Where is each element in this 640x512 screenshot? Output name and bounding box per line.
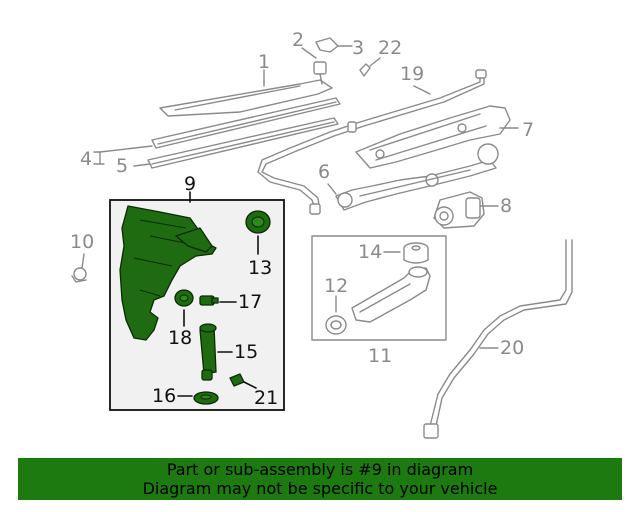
wiper-blade-lower[interactable] <box>147 117 339 169</box>
cap-part-3[interactable] <box>315 37 339 53</box>
callout-13[interactable]: 13 <box>248 257 272 279</box>
connector-part-17[interactable] <box>199 295 219 306</box>
subassembly-11-box <box>311 235 447 341</box>
callout-7[interactable]: 7 <box>522 119 534 141</box>
callout-10[interactable]: 10 <box>70 231 94 253</box>
callout-21[interactable]: 21 <box>254 387 278 409</box>
callout-14[interactable]: 14 <box>358 241 382 263</box>
banner-line-2: Diagram may not be specific to your vehi… <box>142 479 498 498</box>
callout-17[interactable]: 17 <box>238 291 262 313</box>
cowl-panel-7[interactable] <box>355 105 511 169</box>
grommet-part-18[interactable] <box>174 289 194 307</box>
callout-6[interactable]: 6 <box>318 161 330 183</box>
callout-18[interactable]: 18 <box>168 327 192 349</box>
callout-8[interactable]: 8 <box>500 195 512 217</box>
callout-1[interactable]: 1 <box>258 51 270 73</box>
callout-5[interactable]: 5 <box>116 155 128 177</box>
grommet-part-13[interactable] <box>245 210 271 234</box>
banner-line-1: Part or sub-assembly is #9 in diagram <box>166 460 474 479</box>
callout-20[interactable]: 20 <box>500 337 524 359</box>
leader-lines-gray <box>81 45 519 349</box>
wiper-blade-upper[interactable] <box>151 97 341 149</box>
callout-9[interactable]: 9 <box>184 173 196 195</box>
callout-12[interactable]: 12 <box>324 275 348 297</box>
washer-reservoir-9[interactable] <box>119 205 217 341</box>
callout-2[interactable]: 2 <box>292 29 304 51</box>
callout-11[interactable]: 11 <box>368 345 392 367</box>
nozzle-body-11[interactable] <box>351 266 431 323</box>
nozzle-part-14[interactable] <box>403 242 429 264</box>
clip-part-22[interactable] <box>359 63 371 77</box>
wiper-motor-8[interactable] <box>433 191 485 229</box>
callout-3[interactable]: 3 <box>352 37 364 59</box>
info-banner: Part or sub-assembly is #9 in diagram Di… <box>18 458 622 500</box>
wiper-arm[interactable] <box>159 61 333 117</box>
seal-part-16[interactable] <box>193 391 219 405</box>
callout-19[interactable]: 19 <box>400 63 424 85</box>
callout-16[interactable]: 16 <box>152 385 176 407</box>
wiper-linkage-6[interactable] <box>335 143 499 211</box>
callout-4[interactable]: 4 <box>80 148 92 170</box>
leader-lines-black <box>177 191 259 397</box>
callout-22[interactable]: 22 <box>378 37 402 59</box>
grommet-part-12[interactable] <box>325 315 347 335</box>
washer-hose-19[interactable] <box>257 69 487 215</box>
callout-15[interactable]: 15 <box>234 341 258 363</box>
washer-pump-15[interactable] <box>199 323 217 381</box>
washer-hose-20[interactable] <box>423 239 573 439</box>
parts-diagram: 1 2 3 22 19 4 5 7 6 8 10 14 12 11 20 9 1… <box>70 29 573 439</box>
grommet-part-10[interactable] <box>71 267 87 283</box>
